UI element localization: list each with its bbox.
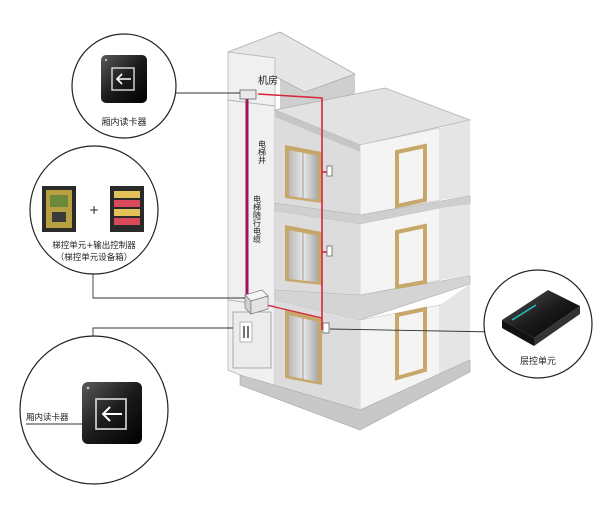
machine-room-reader <box>239 89 257 100</box>
callout-top-reader: 厢内读卡器 <box>71 33 177 139</box>
floor-unit-device-icon <box>502 290 580 346</box>
machine-room-label: 机房 <box>258 74 278 87</box>
floor-unit-label: 层控单元 <box>520 355 556 367</box>
callout-floor-unit: 层控单元 <box>483 269 593 379</box>
hall-reader-floor3 <box>326 165 333 177</box>
plus-sign: + <box>89 203 99 217</box>
elevator-door-floor3 <box>285 145 322 203</box>
ground-slab <box>239 359 471 431</box>
hall-readers <box>322 165 333 334</box>
hall-reader-floor1 <box>322 322 330 334</box>
controller-label-line2: （梯控单元设备箱） <box>56 252 133 263</box>
floor1-side-wall <box>440 284 470 380</box>
roof-slab-edge <box>275 110 360 152</box>
machine-room-roof <box>227 31 356 93</box>
controller-label-line1: 梯控单元+输出控制器 <box>52 240 136 251</box>
output-controller-icon <box>110 186 144 232</box>
elevator-doors <box>285 145 322 385</box>
room-door-floor1 <box>395 306 427 381</box>
room-door-floor2 <box>395 223 427 290</box>
elevator-door-floor2 <box>285 225 322 285</box>
top-reader-label: 厢内读卡器 <box>101 116 146 128</box>
floor3-side-wall <box>440 120 470 200</box>
car-panel <box>239 321 253 343</box>
controller-box-icon <box>42 186 76 232</box>
shaft-label: 电梯井 <box>258 139 267 165</box>
traveling-cable-label: 电梯随行电缆 <box>253 194 262 244</box>
building <box>227 31 472 431</box>
hall-reader-floor2 <box>326 245 333 257</box>
callout-bottom-reader: 厢内读卡器 <box>19 335 169 485</box>
room-door-floor3 <box>395 143 427 209</box>
controller-box <box>244 289 269 315</box>
leader-floor-unit <box>329 328 497 333</box>
callout-controller: + 梯控单元+输出控制器 （梯控单元设备箱） <box>29 145 159 275</box>
card-reader-icon <box>82 382 142 444</box>
machine-room-floor-line <box>227 99 276 107</box>
bottom-reader-label: 厢内读卡器 <box>26 412 69 423</box>
card-reader-icon <box>101 55 147 103</box>
leader-lines <box>92 92 497 336</box>
elevator-door-floor1 <box>285 310 322 385</box>
leader-bottom-reader <box>92 327 233 336</box>
leader-controller <box>92 268 245 299</box>
room-doors <box>395 143 427 381</box>
floor2-side-wall <box>440 204 470 280</box>
